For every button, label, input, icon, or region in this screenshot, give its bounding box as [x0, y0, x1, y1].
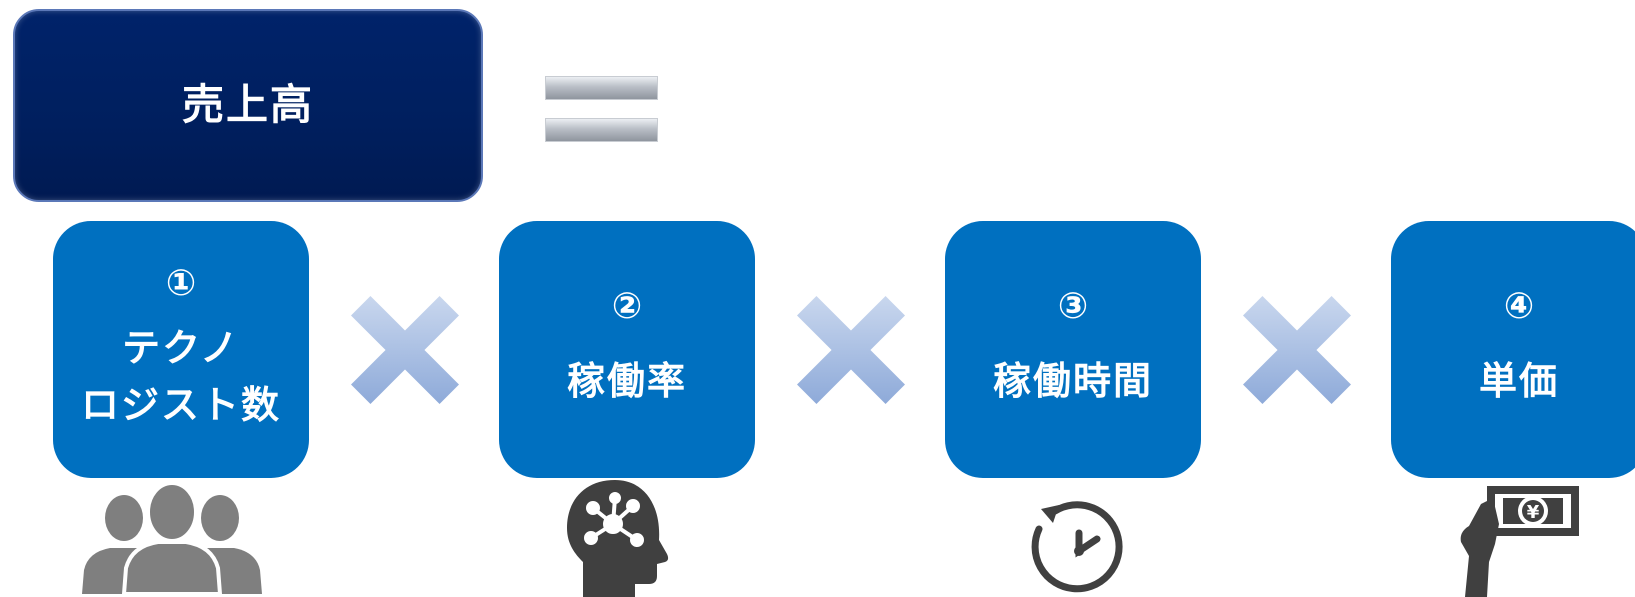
- factor-box-unit-price: ④ 単価: [1391, 221, 1635, 478]
- factor-label: 稼働時間: [992, 359, 1153, 403]
- multiply-sign-3: [1243, 296, 1351, 404]
- factor-label: 単価: [1478, 359, 1559, 403]
- equals-sign: [545, 76, 658, 160]
- revenue-label: 売上高: [181, 80, 314, 129]
- people-group-icon: [82, 482, 262, 594]
- clock-icon: [1031, 501, 1123, 593]
- factor-box-technologist-count: ① テクノ ロジスト数: [53, 221, 309, 478]
- yen-symbol: ¥: [1527, 502, 1540, 523]
- factor-label: テクノ ロジスト数: [80, 325, 281, 427]
- multiply-sign-2: [797, 296, 905, 404]
- equals-bar-top: [545, 76, 658, 100]
- factor-box-working-hours: ③ 稼働時間: [945, 221, 1201, 478]
- factor-number: ③: [1057, 286, 1089, 327]
- revenue-box: 売上高: [13, 9, 483, 202]
- head-network-icon: [567, 480, 669, 597]
- hand-yen-money-icon: ¥: [1460, 486, 1579, 597]
- multiply-sign-1: [351, 296, 459, 404]
- factor-number: ④: [1503, 286, 1535, 327]
- factor-number: ②: [611, 286, 643, 327]
- equals-bar-bottom: [545, 118, 658, 142]
- factor-number: ①: [165, 262, 197, 304]
- factor-label: 稼働率: [566, 359, 687, 403]
- factor-box-utilization-rate: ② 稼働率: [499, 221, 755, 478]
